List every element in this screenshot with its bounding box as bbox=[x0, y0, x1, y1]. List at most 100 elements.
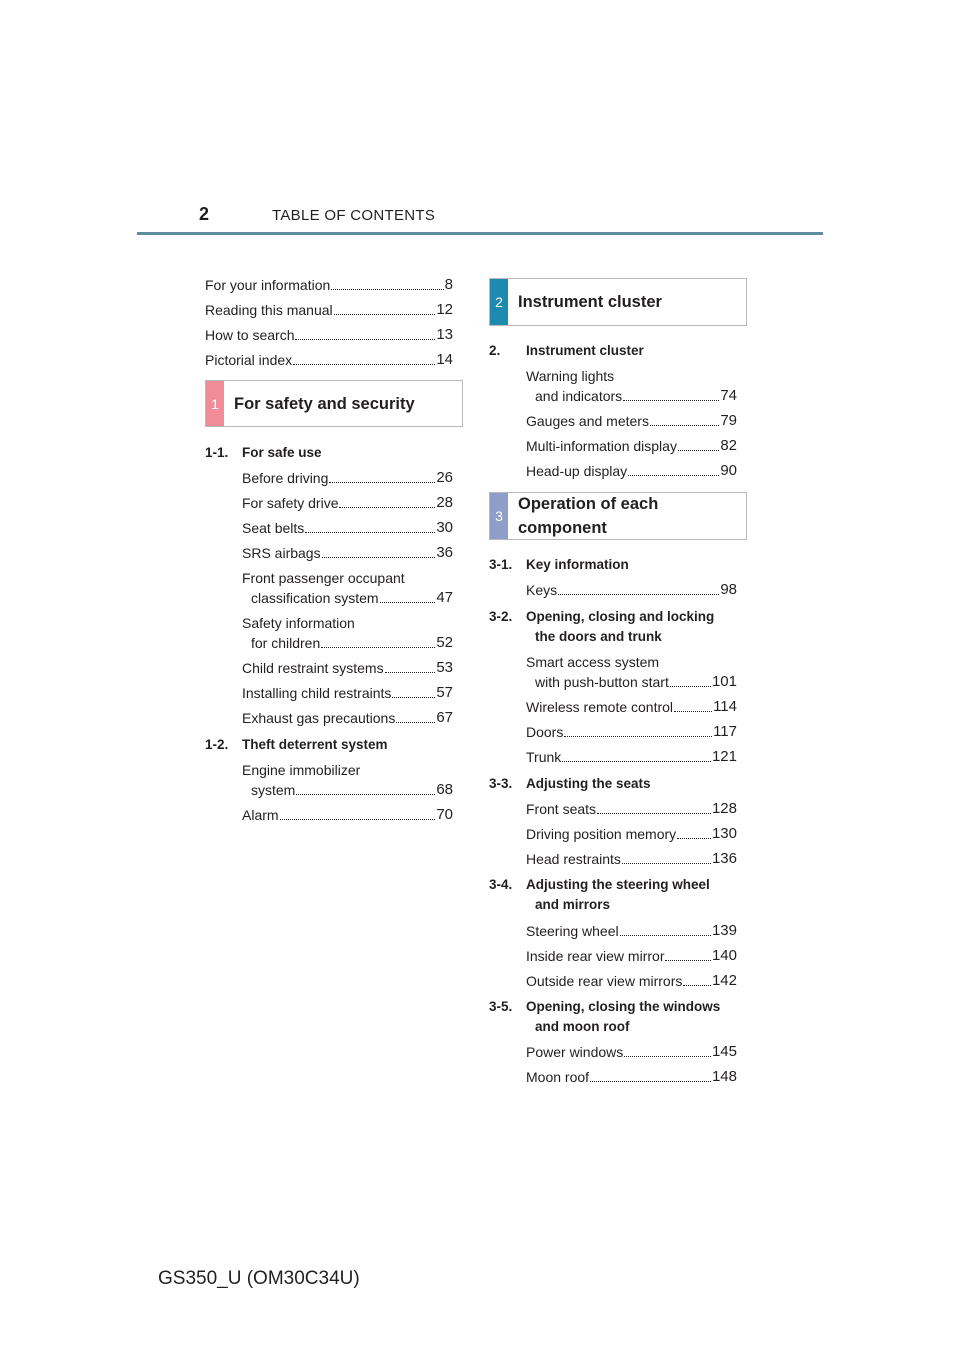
entry-page: 117 bbox=[713, 723, 737, 740]
section-number: 1-2. bbox=[205, 737, 229, 752]
entry-page: 114 bbox=[713, 698, 737, 715]
entry-title: Head-up display bbox=[526, 463, 628, 479]
entry-page: 139 bbox=[711, 922, 737, 939]
section-title: Instrument cluster bbox=[526, 343, 644, 358]
toc-entry[interactable]: system 68 bbox=[251, 781, 453, 799]
toc-entry[interactable]: Head restraints 136 bbox=[526, 850, 737, 868]
entry-title: Installing child restraints bbox=[242, 685, 392, 701]
section-heading[interactable]: 1-1.For safe use bbox=[205, 444, 453, 462]
entry-title: classification system bbox=[251, 590, 379, 606]
section-heading[interactable]: 1-2. Theft deterrent system bbox=[205, 736, 453, 754]
entry-page: 74 bbox=[720, 387, 737, 404]
toc-entry[interactable]: classification system 47 bbox=[251, 589, 453, 607]
toc-entry[interactable]: Alarm 70 bbox=[242, 806, 453, 824]
entry-page: 47 bbox=[436, 589, 453, 606]
entry-page: 68 bbox=[436, 781, 453, 798]
section-title-cont: and mirrors bbox=[535, 897, 611, 912]
entry-title: Front seats bbox=[526, 801, 597, 817]
entry-title: Power windows bbox=[526, 1044, 624, 1060]
entry-title: for children bbox=[251, 635, 321, 651]
entry-title: Exhaust gas precautions bbox=[242, 710, 396, 726]
section-heading[interactable]: 3-3. Adjusting the seats bbox=[489, 775, 737, 793]
entry-title: SRS airbags bbox=[242, 545, 321, 561]
section-heading[interactable]: 3-5.Opening, closing the windows bbox=[489, 998, 737, 1016]
section-heading[interactable]: 3-1.Key information bbox=[489, 556, 737, 574]
toc-entry[interactable]: Pictorial index 14 bbox=[205, 351, 453, 369]
toc-entry[interactable]: Exhaust gas precautions 67 bbox=[242, 709, 453, 727]
entry-page: 148 bbox=[711, 1068, 737, 1085]
entry-page: 130 bbox=[711, 825, 737, 842]
entry-title: Alarm bbox=[242, 807, 279, 823]
entry-page: 70 bbox=[436, 806, 453, 823]
entry-title-line: Engine immobilizer bbox=[242, 762, 361, 778]
chapter-tab: 2 bbox=[490, 279, 508, 325]
section-number: 1-1. bbox=[205, 445, 229, 460]
entry-page: 128 bbox=[711, 800, 737, 817]
chapter-2-heading[interactable]: 2 Instrument cluster bbox=[489, 278, 747, 326]
entry-title: Before driving bbox=[242, 470, 329, 486]
toc-entry[interactable]: Gauges and meters 79 bbox=[526, 412, 737, 430]
chapter-title: For safety and security bbox=[234, 394, 415, 413]
section-title: Adjusting the seats bbox=[526, 776, 651, 791]
entry-title: Child restraint systems bbox=[242, 660, 384, 676]
section-title-cont: and moon roof bbox=[535, 1019, 630, 1034]
section-number: 3-5. bbox=[489, 999, 513, 1014]
header-divider bbox=[137, 232, 823, 235]
entry-page: 145 bbox=[711, 1043, 737, 1060]
entry-title: How to search bbox=[205, 327, 295, 343]
entry-title-line: Smart access system bbox=[526, 654, 660, 670]
page-number: 2 bbox=[199, 204, 210, 224]
chapter-3-heading[interactable]: 3 Operation of each component bbox=[489, 492, 747, 540]
entry-title: Multi-information display bbox=[526, 438, 677, 454]
chapter-1-heading[interactable]: 1 For safety and security bbox=[205, 380, 463, 427]
entry-page: 136 bbox=[711, 850, 737, 867]
toc-entry[interactable]: Front seats 128 bbox=[526, 800, 737, 818]
section-number: 2. bbox=[489, 343, 501, 358]
section-title: Adjusting the steering wheel bbox=[526, 877, 710, 892]
entry-title: Steering wheel bbox=[526, 923, 619, 939]
entry-title: Gauges and meters bbox=[526, 413, 649, 429]
entry-page: 14 bbox=[436, 351, 453, 368]
entry-title: system bbox=[251, 782, 296, 798]
entry-page: 82 bbox=[720, 437, 737, 454]
entry-title: Driving position memory bbox=[526, 826, 677, 842]
section-heading[interactable]: 2. Instrument cluster bbox=[489, 342, 737, 360]
section-heading[interactable]: 3-2.Opening, closing and locking bbox=[489, 608, 737, 626]
toc-entry[interactable]: Multi-information display 82 bbox=[526, 437, 737, 455]
toc-entry[interactable]: Driving position memory 130 bbox=[526, 825, 737, 843]
entry-page: 79 bbox=[720, 412, 737, 429]
section-number: 3-3. bbox=[489, 776, 513, 791]
entry-page: 67 bbox=[436, 709, 453, 726]
entry-title: Pictorial index bbox=[205, 352, 293, 368]
entry-title-line: Warning lights bbox=[526, 368, 615, 384]
toc-entry[interactable]: Steering wheel 139 bbox=[526, 922, 737, 940]
section-title: Theft deterrent system bbox=[242, 737, 388, 752]
toc-entry[interactable]: Power windows 145 bbox=[526, 1043, 737, 1061]
chapter-title: Instrument cluster bbox=[518, 293, 662, 311]
entry-title: Head restraints bbox=[526, 851, 621, 867]
section-heading[interactable]: 3-4.Adjusting the steering wheel bbox=[489, 876, 737, 894]
page-header: 2 TABLE OF CONTENTS bbox=[0, 0, 960, 240]
section-number: 3-1. bbox=[489, 557, 513, 572]
entry-title-line: Safety information bbox=[242, 615, 355, 631]
